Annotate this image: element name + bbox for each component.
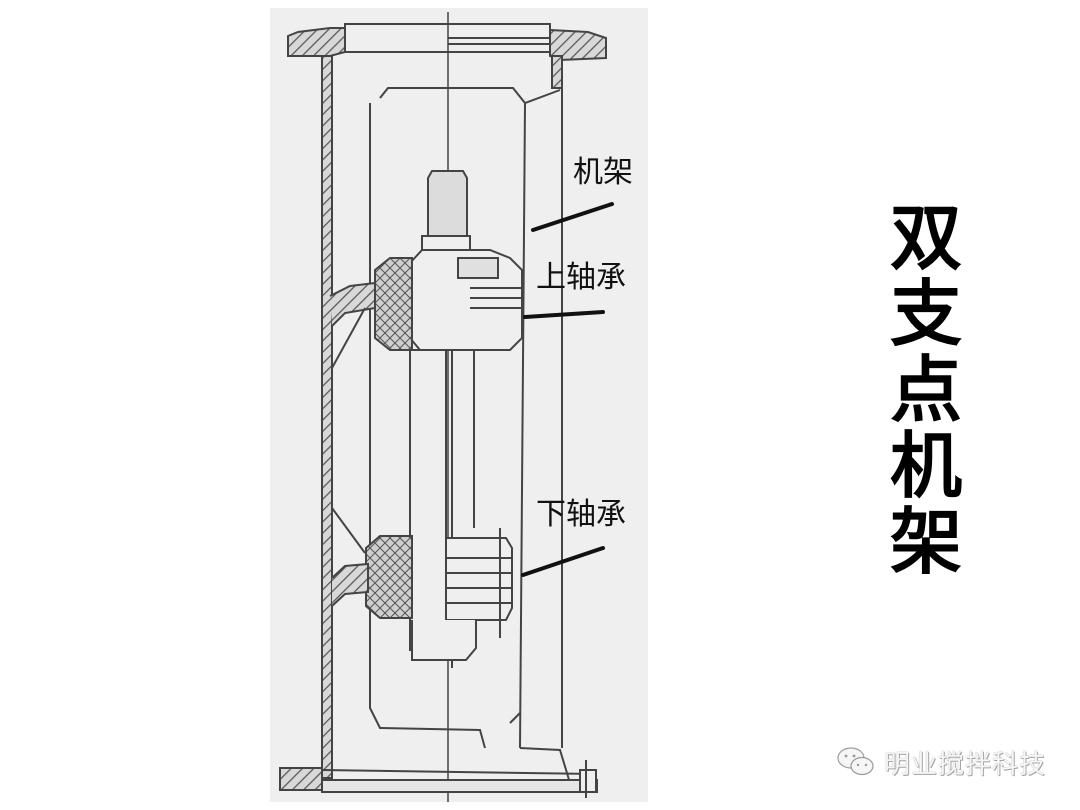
watermark: 明业搅拌科技: [836, 745, 1047, 780]
watermark-text: 明业搅拌科技: [884, 749, 1047, 780]
leader-upper-bearing: [523, 310, 605, 319]
shaft-top: [427, 170, 468, 237]
left-wall: [321, 55, 333, 779]
title-char: 机: [889, 424, 962, 508]
top-flange-left: [287, 27, 346, 57]
top-flange-right: [549, 28, 607, 62]
leader-lower-bearing: [521, 546, 605, 577]
title-char: 双: [889, 196, 962, 280]
slide-title: 双 支 点 机 架: [886, 200, 966, 580]
title-char: 点: [889, 348, 962, 432]
double-support-frame-drawing: [279, 12, 614, 802]
diagram-panel: [270, 8, 648, 802]
callout-frame-label: 机架: [573, 155, 633, 190]
wechat-icon: [837, 747, 874, 776]
inner-frame: [379, 87, 561, 749]
callout-upper-bearing-label: 上轴承: [536, 260, 626, 295]
bottom-flange-left: [279, 767, 323, 791]
lower-bearing: [365, 535, 413, 619]
shaft: [409, 349, 447, 651]
leader-frame: [531, 202, 614, 232]
callout-lower-bearing-label: 下轴承: [536, 497, 626, 532]
title-char: 架: [889, 500, 962, 584]
title-char: 支: [889, 272, 962, 356]
